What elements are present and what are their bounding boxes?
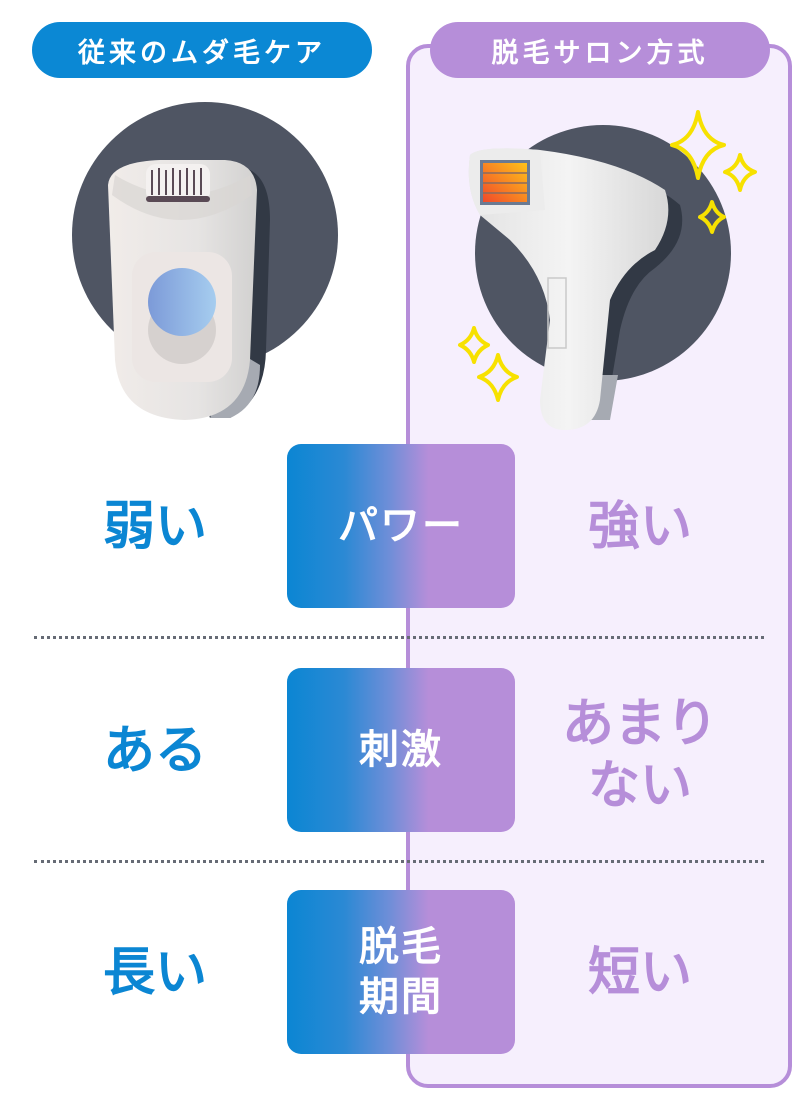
traditional-power-value: 弱い xyxy=(102,496,207,557)
ipl-hair-removal-device-icon xyxy=(458,110,757,431)
epilator-device-icon xyxy=(72,102,338,420)
salon-power-value: 強い xyxy=(587,496,692,557)
row-label-irritation: 刺激 xyxy=(287,668,515,832)
salon-period-value: 短い xyxy=(587,942,692,1003)
sparkle-icons xyxy=(458,110,757,402)
row-label-hair-removal-period: 脱毛 期間 xyxy=(287,890,515,1054)
salon-method-tag: 脱毛サロン方式 xyxy=(430,22,770,78)
row-divider xyxy=(34,636,764,639)
row-divider xyxy=(34,860,764,863)
traditional-irritation-value: ある xyxy=(102,720,207,781)
salon-irritation-value: あまり ない xyxy=(561,693,718,816)
row-label-power: パワー xyxy=(287,444,515,608)
traditional-period-value: 長い xyxy=(102,942,207,1003)
traditional-care-tag: 従来のムダ毛ケア xyxy=(32,22,372,78)
